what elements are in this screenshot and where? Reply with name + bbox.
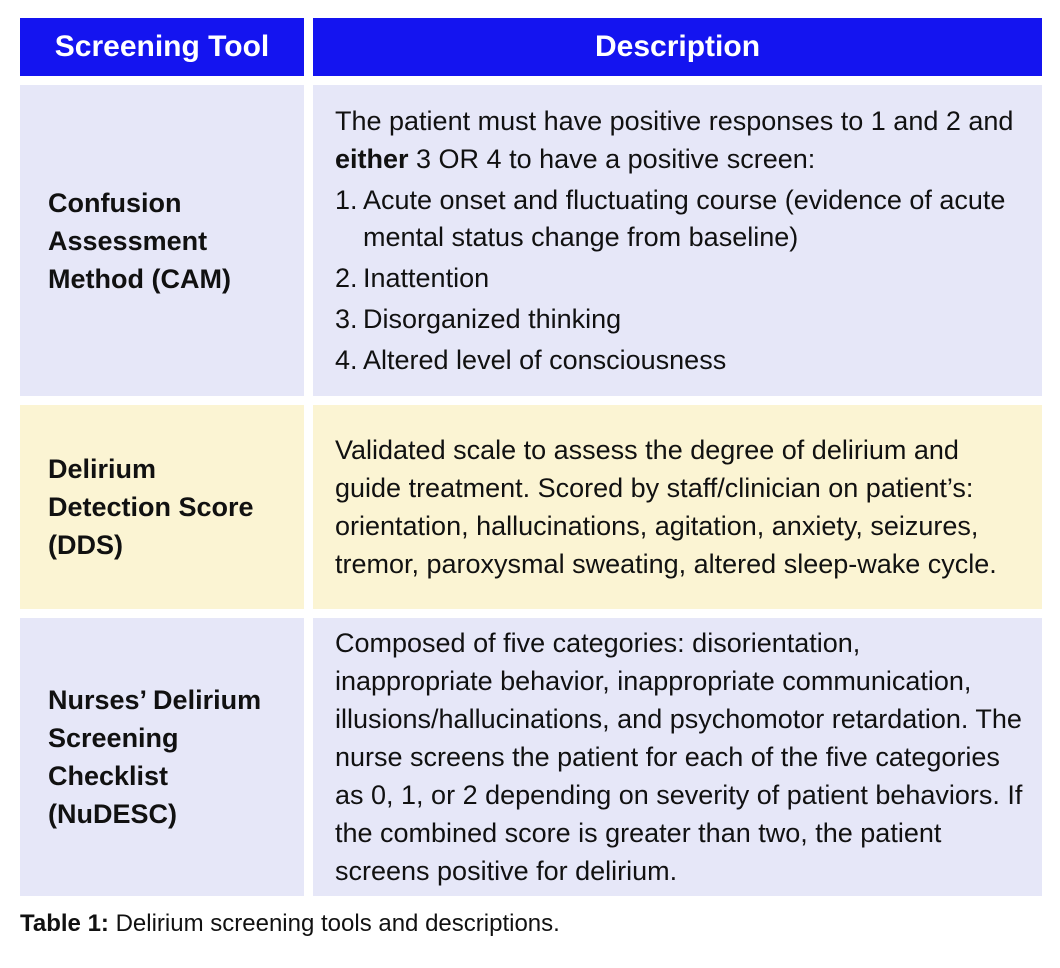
cam-intro-bold: either	[335, 144, 409, 174]
cam-intro-before: The patient must have positive responses…	[335, 106, 1014, 136]
tool-name-nudesc: Nurses’ Delirium Screening Checklist (Nu…	[48, 685, 262, 829]
cam-criteria-list: 1. Acute onset and fluctuating course (e…	[335, 182, 1024, 379]
tool-cell-nudesc: Nurses’ Delirium Screening Checklist (Nu…	[20, 618, 304, 896]
tool-name-cam: Confusion Assessment Method (CAM)	[48, 187, 231, 294]
list-item-text: Altered level of consciousness	[363, 345, 727, 375]
header-screening-tool: Screening Tool	[20, 18, 304, 76]
description-text-nudesc: Composed of five categories: disorientat…	[335, 628, 1023, 886]
header-description: Description	[313, 18, 1042, 76]
description-cell-nudesc: Composed of five categories: disorientat…	[313, 618, 1042, 896]
list-item: 1. Acute onset and fluctuating course (e…	[335, 182, 1024, 256]
caption-text: Delirium screening tools and description…	[108, 910, 560, 937]
list-item-number: 4.	[335, 345, 358, 375]
table-caption: Table 1: Delirium screening tools and de…	[20, 908, 560, 940]
table-row-dds: Delirium Detection Score (DDS) Validated…	[20, 405, 1042, 609]
table-row-nudesc: Nurses’ Delirium Screening Checklist (Nu…	[20, 618, 1042, 896]
list-item: 2. Inattention	[335, 260, 1024, 297]
description-cell-dds: Validated scale to assess the degree of …	[313, 405, 1042, 609]
list-item-number: 1.	[335, 185, 358, 215]
table-row-cam: Confusion Assessment Method (CAM) The pa…	[20, 85, 1042, 396]
list-item: 4. Altered level of consciousness	[335, 342, 1024, 379]
list-item: 3. Disorganized thinking	[335, 301, 1024, 338]
cam-intro: The patient must have positive responses…	[335, 102, 1024, 178]
tool-cell-cam: Confusion Assessment Method (CAM)	[20, 85, 304, 396]
cam-intro-after: 3 OR 4 to have a positive screen:	[408, 144, 816, 174]
list-item-text: Disorganized thinking	[363, 304, 622, 334]
caption-label: Table 1:	[20, 910, 109, 937]
tool-name-dds: Delirium Detection Score (DDS)	[48, 454, 254, 560]
table-header-row: Screening Tool Description	[20, 18, 1042, 76]
list-item-number: 3.	[335, 304, 358, 334]
list-item-text: Acute onset and fluctuating course (evid…	[363, 185, 1006, 252]
list-item-number: 2.	[335, 263, 358, 293]
tool-cell-dds: Delirium Detection Score (DDS)	[20, 405, 304, 609]
description-cell-cam: The patient must have positive responses…	[313, 85, 1042, 396]
list-item-text: Inattention	[363, 263, 490, 293]
screening-tools-table: Screening Tool Description Confusion Ass…	[20, 18, 1042, 905]
description-text-dds: Validated scale to assess the degree of …	[335, 435, 997, 579]
